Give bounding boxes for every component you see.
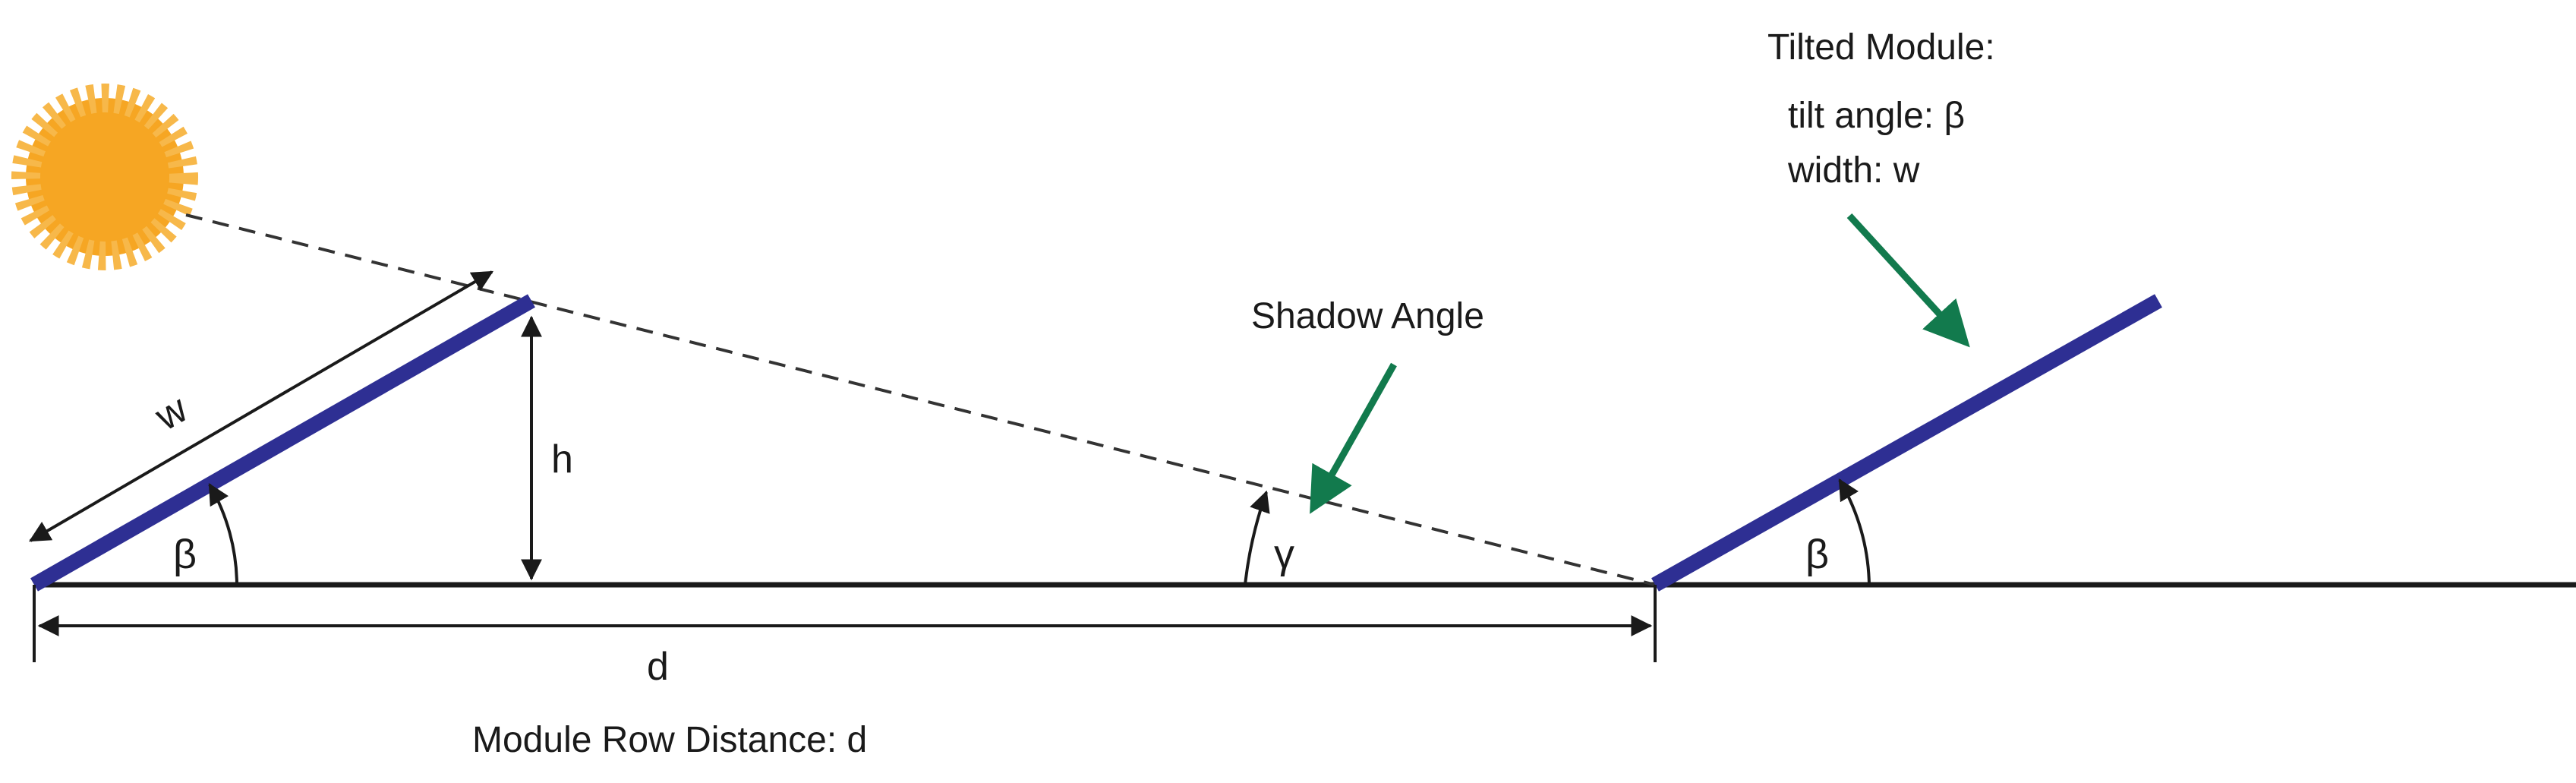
width-dimension-arrow	[28, 270, 494, 542]
module-left	[30, 294, 535, 592]
label-beta-right: β	[1805, 532, 1829, 577]
row-distance-caption: Module Row Distance: d	[472, 720, 867, 760]
label-gamma: γ	[1274, 532, 1294, 577]
shadow-ray	[185, 213, 1656, 586]
tilted-module-pointer-arrow	[1846, 213, 1970, 348]
tilted-module-width: width: w	[1787, 150, 1920, 191]
beta-right-arc	[1838, 478, 1871, 586]
module-right	[1651, 294, 2162, 592]
shadow-angle-label: Shadow Angle	[1251, 296, 1484, 336]
label-d: d	[647, 645, 669, 689]
sun-icon	[11, 84, 198, 270]
beta-left-arc	[208, 482, 238, 586]
shadow-angle-pointer-arrow	[1310, 362, 1397, 514]
label-beta-left: β	[173, 532, 197, 577]
label-h: h	[551, 437, 573, 481]
tilted-module-tilt-angle: tilt angle: β	[1788, 96, 1965, 136]
tilted-module-title: Tilted Module:	[1767, 27, 1995, 68]
gamma-arc	[1244, 490, 1270, 586]
label-w: w	[147, 387, 195, 440]
